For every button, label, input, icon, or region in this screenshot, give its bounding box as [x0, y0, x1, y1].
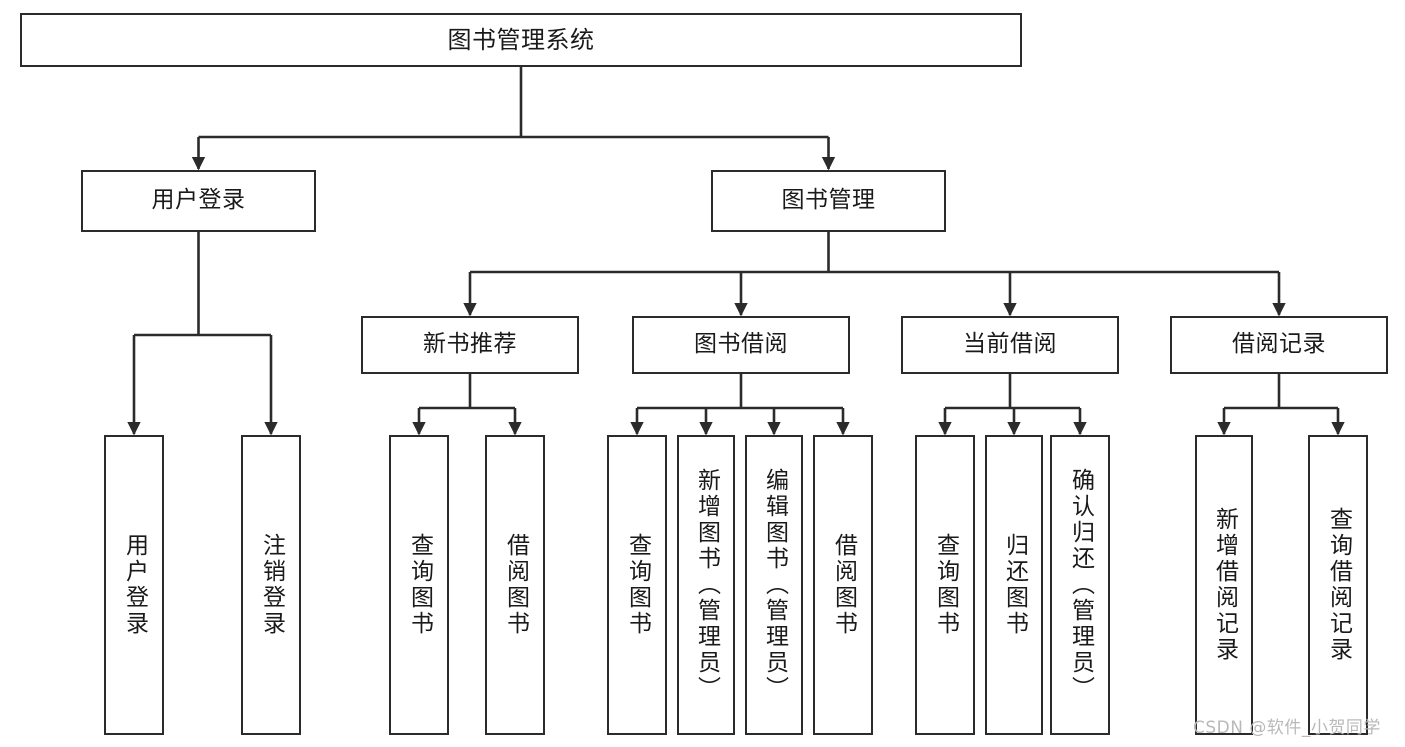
node-box-c3[interactable]: 确认归还（管理员）: [1050, 435, 1110, 735]
node-box-b1[interactable]: 查询图书: [607, 435, 667, 735]
node-box-bookmgmt[interactable]: 图书管理: [711, 170, 946, 232]
node-box-c2[interactable]: 归还图书: [985, 435, 1043, 735]
node-box-records[interactable]: 借阅记录: [1170, 316, 1388, 374]
node-label-n1: 查询图书: [406, 533, 433, 637]
node-label-r1: 新增借阅记录: [1211, 507, 1238, 663]
node-box-n1[interactable]: 查询图书: [389, 435, 449, 735]
node-label-root: 图书管理系统: [447, 25, 595, 54]
node-box-login[interactable]: 用户登录: [81, 170, 316, 232]
node-box-current[interactable]: 当前借阅: [901, 316, 1119, 374]
node-label-n2: 借阅图书: [502, 533, 529, 637]
node-box-l2[interactable]: 注销登录: [241, 435, 301, 735]
node-box-b2[interactable]: 新增图书（管理员）: [677, 435, 735, 735]
watermark-label: CSDN @软件_小贺同学: [1193, 718, 1381, 738]
node-label-records: 借阅记录: [1232, 331, 1326, 358]
node-box-n2[interactable]: 借阅图书: [485, 435, 545, 735]
node-label-l2: 注销登录: [258, 533, 285, 637]
node-box-root[interactable]: 图书管理系统: [20, 13, 1022, 67]
node-label-r2: 查询借阅记录: [1325, 507, 1352, 663]
node-box-r1[interactable]: 新增借阅记录: [1195, 435, 1253, 735]
node-label-bookmgmt: 图书管理: [781, 187, 876, 214]
node-label-b1: 查询图书: [624, 533, 651, 637]
node-label-login: 用户登录: [151, 187, 246, 214]
node-box-r2[interactable]: 查询借阅记录: [1308, 435, 1368, 735]
node-box-b4[interactable]: 借阅图书: [813, 435, 873, 735]
node-label-current: 当前借阅: [963, 331, 1057, 358]
node-label-newbook: 新书推荐: [423, 331, 517, 358]
node-label-c1: 查询图书: [932, 533, 959, 637]
node-box-c1[interactable]: 查询图书: [915, 435, 975, 735]
node-label-b2: 新增图书（管理员）: [693, 468, 720, 702]
node-box-borrow[interactable]: 图书借阅: [632, 316, 850, 374]
node-label-l1: 用户登录: [121, 533, 148, 637]
node-label-borrow: 图书借阅: [694, 331, 788, 358]
node-label-b3: 编辑图书（管理员）: [761, 468, 788, 702]
node-label-c2: 归还图书: [1001, 533, 1028, 637]
node-box-b3[interactable]: 编辑图书（管理员）: [745, 435, 803, 735]
node-box-l1[interactable]: 用户登录: [104, 435, 164, 735]
node-box-newbook[interactable]: 新书推荐: [361, 316, 579, 374]
node-label-c3: 确认归还（管理员）: [1067, 468, 1094, 702]
node-label-b4: 借阅图书: [830, 533, 857, 637]
